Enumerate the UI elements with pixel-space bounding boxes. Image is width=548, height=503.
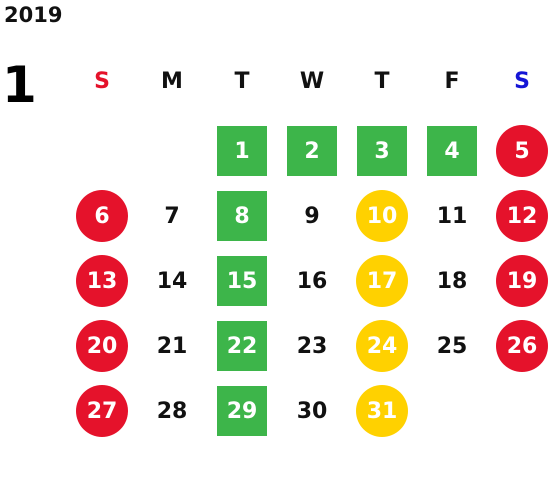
day-cell-3[interactable]: 3 xyxy=(355,124,409,178)
day-marker xyxy=(217,126,267,176)
day-number: 26 xyxy=(506,333,538,359)
weekday-header: W xyxy=(299,68,325,94)
day-cell-14[interactable]: 14 xyxy=(145,254,199,308)
day-number: 14 xyxy=(156,268,188,294)
day-cell-6[interactable]: 6 xyxy=(75,189,129,243)
day-number: 7 xyxy=(164,203,180,229)
day-number: 10 xyxy=(366,203,398,229)
calendar-month: 1 xyxy=(2,56,37,114)
day-number: 8 xyxy=(234,203,250,229)
day-number: 16 xyxy=(296,268,328,294)
weekday-header: S xyxy=(94,68,110,94)
day-marker xyxy=(357,126,407,176)
day-cell-23[interactable]: 23 xyxy=(285,319,339,373)
day-marker xyxy=(287,126,337,176)
day-number: 13 xyxy=(86,268,118,294)
day-marker xyxy=(76,255,128,307)
day-cell-18[interactable]: 18 xyxy=(425,254,479,308)
day-number: 24 xyxy=(366,333,398,359)
day-cell-30[interactable]: 30 xyxy=(285,384,339,438)
day-cell-9[interactable]: 9 xyxy=(285,189,339,243)
day-cell-25[interactable]: 25 xyxy=(425,319,479,373)
day-cell-19[interactable]: 19 xyxy=(495,254,548,308)
day-marker xyxy=(427,126,477,176)
day-number: 1 xyxy=(234,138,250,164)
weekday-header: S xyxy=(514,68,530,94)
day-marker xyxy=(217,191,267,241)
day-cell-22[interactable]: 22 xyxy=(215,319,269,373)
weekday-header: T xyxy=(234,68,250,94)
day-cell-5[interactable]: 5 xyxy=(495,124,548,178)
day-number: 9 xyxy=(304,203,320,229)
day-number: 3 xyxy=(374,138,390,164)
day-cell-4[interactable]: 4 xyxy=(425,124,479,178)
day-number: 11 xyxy=(436,203,468,229)
day-cell-15[interactable]: 15 xyxy=(215,254,269,308)
day-cell-16[interactable]: 16 xyxy=(285,254,339,308)
day-number: 31 xyxy=(366,398,398,424)
day-cell-2[interactable]: 2 xyxy=(285,124,339,178)
day-cell-24[interactable]: 24 xyxy=(355,319,409,373)
weekday-header: T xyxy=(374,68,390,94)
day-cell-12[interactable]: 12 xyxy=(495,189,548,243)
day-cell-27[interactable]: 27 xyxy=(75,384,129,438)
day-number: 21 xyxy=(156,333,188,359)
day-marker xyxy=(356,190,408,242)
day-cell-10[interactable]: 10 xyxy=(355,189,409,243)
day-cell-11[interactable]: 11 xyxy=(425,189,479,243)
calendar-year: 2019 xyxy=(4,3,63,27)
day-number: 30 xyxy=(296,398,328,424)
day-number: 19 xyxy=(506,268,538,294)
day-number: 4 xyxy=(444,138,460,164)
day-marker xyxy=(496,320,548,372)
day-number: 12 xyxy=(506,203,538,229)
day-cell-31[interactable]: 31 xyxy=(355,384,409,438)
day-cell-8[interactable]: 8 xyxy=(215,189,269,243)
day-number: 23 xyxy=(296,333,328,359)
day-number: 25 xyxy=(436,333,468,359)
day-number: 17 xyxy=(366,268,398,294)
day-marker xyxy=(76,190,128,242)
day-number: 18 xyxy=(436,268,468,294)
day-number: 29 xyxy=(226,398,258,424)
day-cell-28[interactable]: 28 xyxy=(145,384,199,438)
day-marker xyxy=(496,255,548,307)
day-cell-17[interactable]: 17 xyxy=(355,254,409,308)
day-number: 2 xyxy=(304,138,320,164)
day-number: 5 xyxy=(514,138,530,164)
weekday-header: M xyxy=(161,68,183,94)
day-marker xyxy=(356,385,408,437)
day-cell-13[interactable]: 13 xyxy=(75,254,129,308)
day-number: 27 xyxy=(86,398,118,424)
day-marker xyxy=(356,255,408,307)
day-marker xyxy=(356,320,408,372)
day-number: 20 xyxy=(86,333,118,359)
day-cell-1[interactable]: 1 xyxy=(215,124,269,178)
day-number: 15 xyxy=(226,268,258,294)
day-cell-7[interactable]: 7 xyxy=(145,189,199,243)
day-marker xyxy=(76,385,128,437)
day-marker xyxy=(76,320,128,372)
day-marker xyxy=(496,190,548,242)
day-marker xyxy=(496,125,548,177)
day-cell-26[interactable]: 26 xyxy=(495,319,548,373)
day-marker xyxy=(217,321,267,371)
day-cell-29[interactable]: 29 xyxy=(215,384,269,438)
day-marker xyxy=(217,256,267,306)
day-number: 28 xyxy=(156,398,188,424)
day-marker xyxy=(217,386,267,436)
weekday-header: F xyxy=(444,68,460,94)
day-number: 22 xyxy=(226,333,258,359)
day-number: 6 xyxy=(94,203,110,229)
day-cell-21[interactable]: 21 xyxy=(145,319,199,373)
day-cell-20[interactable]: 20 xyxy=(75,319,129,373)
